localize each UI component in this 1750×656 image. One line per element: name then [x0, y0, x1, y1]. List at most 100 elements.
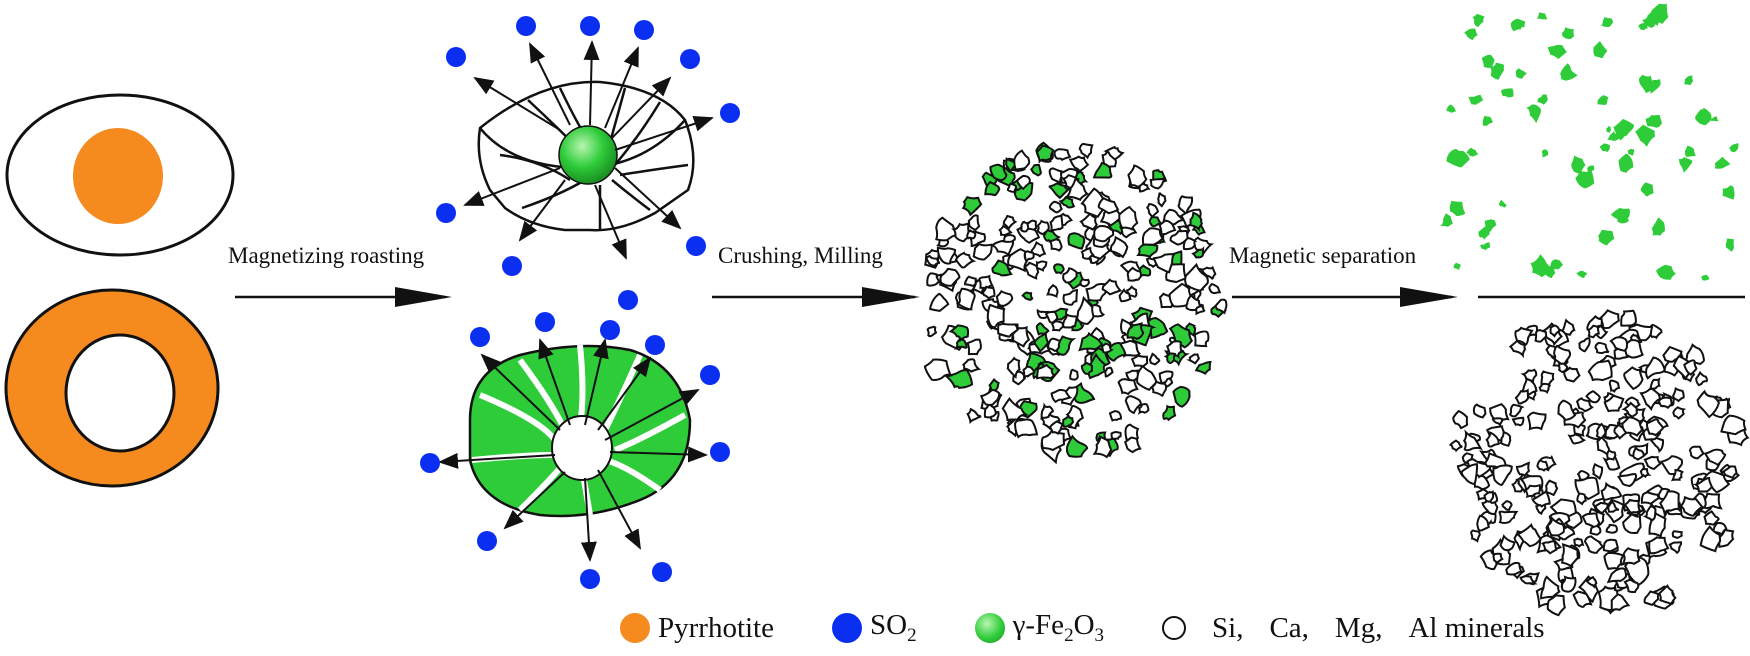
gangue-particle	[1040, 430, 1066, 452]
gangue-particle	[998, 224, 1013, 237]
fe2o3-particle	[1446, 104, 1456, 113]
gangue-particle	[1040, 402, 1055, 419]
gangue-particle	[1030, 240, 1047, 258]
gangue-particle	[934, 216, 958, 242]
gangue-particle	[1511, 416, 1525, 427]
gangue-particle	[1036, 363, 1056, 380]
so2-molecules-top	[436, 16, 740, 310]
gangue-particle	[1586, 324, 1601, 339]
gangue-particle	[1683, 359, 1698, 376]
so2-swatch	[832, 612, 862, 643]
pyrrhotite-core	[73, 128, 163, 224]
fe2o3-particle	[1616, 126, 1628, 141]
gangue-particle	[1022, 365, 1036, 379]
so2-arrows-bottom	[438, 338, 708, 562]
gangue-particle	[1592, 462, 1604, 480]
gangue-particle	[1648, 511, 1667, 538]
gangue-particle	[1606, 567, 1628, 584]
gangue-particle	[967, 214, 981, 231]
gangue-particle	[1540, 370, 1555, 386]
pyrrhotite-swatch	[620, 613, 650, 643]
gangue-particle	[1648, 536, 1670, 555]
gangue-particle	[1639, 465, 1652, 479]
gangue-particle	[1006, 182, 1018, 193]
fe2o3-particle	[1678, 157, 1693, 173]
gangue-particle	[1483, 490, 1495, 503]
gangue-particle	[1721, 465, 1738, 480]
label-crushing-milling: Crushing, Milling	[718, 243, 883, 268]
gangue-particle	[1602, 538, 1619, 553]
gangue-particle	[1643, 590, 1660, 607]
fe2o3-particle	[1571, 155, 1586, 174]
legend-fe2o3: γ-Fe2O3	[974, 609, 1105, 647]
gangue-particle	[1677, 495, 1704, 517]
gangue-particle	[1621, 416, 1644, 437]
legend-al: Al minerals	[1408, 611, 1545, 644]
gangue-particle	[1079, 278, 1090, 288]
fe2o3-particle	[1598, 229, 1615, 246]
fe2o3-particle	[1627, 148, 1635, 156]
fe2o3-particle	[1035, 144, 1055, 164]
gangue-particle	[1711, 521, 1728, 536]
gangue-particle	[1034, 260, 1048, 272]
legend: Pyrrhotite SO2 γ-Fe2O3 Si, Ca, Mg, Al mi…	[620, 606, 1629, 650]
gangue-particle	[1578, 337, 1591, 353]
gangue-particle	[1557, 399, 1577, 421]
gangue-particle	[997, 322, 1019, 338]
gangue-particle	[990, 239, 1015, 257]
gangue-particle	[1050, 388, 1073, 404]
fe2o3-particle	[1194, 360, 1212, 375]
fe2o3-particle	[1530, 254, 1553, 278]
fe2o3-particle	[1490, 62, 1505, 80]
gangue-particle	[1668, 541, 1683, 555]
gangue-particle	[1079, 211, 1098, 231]
gangue-particle	[1572, 590, 1593, 608]
step-arrows	[235, 287, 1458, 307]
fe2o3-particle	[1163, 352, 1177, 365]
fe2o3-particle	[1466, 147, 1479, 157]
fe2o3-particle	[1599, 143, 1611, 153]
fe2o3-particle	[1065, 434, 1089, 458]
fe2o3-particle	[1587, 165, 1595, 173]
fe2o3-particle	[1146, 316, 1169, 340]
gangue-particle	[1649, 377, 1661, 391]
gangue-particle	[1575, 397, 1594, 413]
gangue-particle	[1671, 468, 1684, 482]
fe2o3-particle	[1576, 270, 1588, 279]
legend-pyrrhotite-label: Pyrrhotite	[658, 611, 774, 644]
fe2o3-particle	[1541, 149, 1549, 158]
fe2o3-particle	[1453, 262, 1461, 271]
gangue-particle	[926, 325, 938, 338]
gangue-particle	[1103, 145, 1125, 161]
gangue-particle	[1470, 529, 1481, 543]
fe2o3-particle	[1515, 68, 1527, 79]
gangue-particle	[1006, 356, 1021, 379]
gangue-particle	[1150, 380, 1168, 397]
gangue-particle	[1448, 439, 1463, 453]
gangue-particle	[1076, 295, 1095, 325]
legend-fe2o3-label: γ-Fe2O3	[1012, 609, 1105, 646]
gangue-particle	[1185, 293, 1205, 312]
gangue-particle	[1640, 491, 1661, 505]
gangue-particle	[1011, 325, 1031, 348]
fe2o3-particle	[1042, 228, 1061, 243]
gangue-particle	[936, 246, 957, 265]
gangue-particle	[966, 407, 982, 425]
gangue-particle	[1051, 320, 1065, 332]
fe2o3-particle	[1472, 13, 1485, 27]
fe2o3-particle	[984, 180, 1001, 197]
gangue-particle	[1498, 510, 1519, 525]
fe2o3-particle	[1701, 274, 1710, 281]
gangue-particle	[1649, 436, 1665, 453]
fe2o3-particle	[1536, 12, 1548, 20]
fe2o3-particle	[1484, 219, 1497, 230]
gangue-particle	[1546, 515, 1565, 537]
gangue-particle	[1603, 551, 1625, 571]
gangue-particle	[1720, 414, 1747, 436]
fe2o3-particle	[1607, 130, 1621, 141]
gangue-particle	[1489, 403, 1510, 421]
gangue-particle	[1639, 386, 1661, 412]
fe2o3-particle	[1725, 238, 1735, 252]
gangue-particle	[1608, 379, 1621, 393]
gangue-particle	[1078, 142, 1094, 160]
